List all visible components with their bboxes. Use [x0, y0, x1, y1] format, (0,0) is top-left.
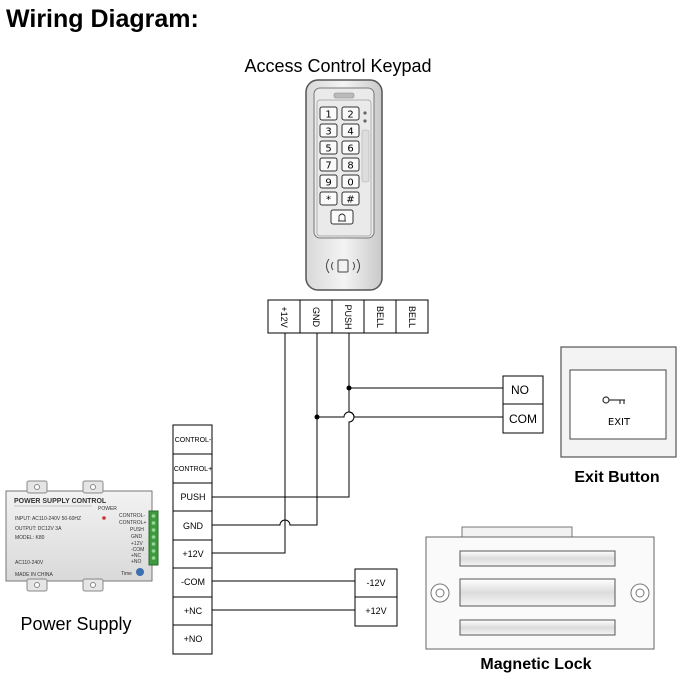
key-3: 3	[319, 123, 338, 138]
psu-terminal-no: +NO	[184, 634, 203, 644]
svg-text:INPUT: AC110-240V 50-60HZ: INPUT: AC110-240V 50-60HZ	[15, 516, 81, 522]
psu-terminal-nc: +NC	[184, 606, 203, 616]
svg-text:-COM: -COM	[131, 547, 144, 553]
key-hash: #	[341, 191, 360, 206]
svg-text:CONTROL+: CONTROL+	[119, 520, 146, 526]
psu-label-title: POWER SUPPLY CONTROL	[14, 498, 107, 505]
svg-text:#: #	[346, 195, 354, 206]
psu-terminal-12v: +12V	[182, 549, 203, 559]
keypad-terminal-bell-1: BELL	[375, 306, 385, 328]
wire-push	[212, 333, 355, 498]
keypad-terminal-strip: +12V GND PUSH BELL BELL	[267, 299, 429, 334]
exit-terminal-com: COM	[509, 412, 537, 426]
keypad-caption: Access Control Keypad	[244, 56, 431, 76]
bell-icon	[338, 213, 346, 222]
psu-terminal-push: PUSH	[180, 492, 205, 502]
svg-text:MODEL: K80: MODEL: K80	[15, 535, 45, 541]
svg-text:3: 3	[325, 127, 331, 138]
psu-terminal-strip: CONTROL- CONTROL+ PUSH GND +12V -COM +NC…	[172, 424, 213, 655]
exit-button-caption: Exit Button	[574, 469, 659, 486]
svg-text:6: 6	[347, 144, 353, 155]
key-4: 4	[341, 123, 360, 138]
psu-terminal-control-plus: CONTROL+	[174, 466, 212, 473]
keypad-keys: 1 2 3 4 5 6 7 8 9 0 * #	[319, 106, 360, 225]
rfid-icon	[326, 258, 360, 274]
keypad-terminal-bell-2: BELL	[407, 306, 417, 328]
key-6: 6	[341, 140, 360, 155]
svg-text:+NO: +NO	[131, 559, 142, 565]
svg-text:PUSH: PUSH	[130, 527, 144, 533]
key-2: 2	[341, 106, 360, 121]
page-title: Wiring Diagram:	[6, 5, 199, 33]
svg-text:0: 0	[347, 178, 353, 189]
wire-gnd-to-com	[317, 411, 503, 418]
svg-text:8: 8	[347, 161, 353, 172]
svg-text:OUTPUT: DC12V 3A: OUTPUT: DC12V 3A	[15, 526, 62, 532]
exit-label: EXIT	[608, 417, 631, 428]
psu-time-label: Time	[121, 571, 132, 577]
magnetic-lock-device	[425, 526, 655, 650]
psu-side-labels: CONTROL- CONTROL+ PUSH GND +12V -COM +NC…	[119, 513, 146, 565]
lock-terminal-box: -12V +12V	[354, 568, 398, 627]
svg-text:2: 2	[347, 110, 353, 121]
junction-dot-gnd	[314, 414, 320, 420]
exit-button-device: EXIT	[560, 346, 677, 458]
svg-text:1: 1	[325, 110, 331, 121]
svg-text:4: 4	[347, 127, 353, 138]
magnetic-lock-caption: Magnetic Lock	[480, 656, 591, 673]
wire-12v	[212, 333, 286, 554]
keypad-terminal-gnd: GND	[311, 307, 321, 328]
svg-text:9: 9	[325, 178, 331, 189]
keypad-device: 1 2 3 4 5 6 7 8 9 0 * #	[305, 79, 383, 291]
key-9: 9	[319, 174, 338, 189]
wires	[212, 333, 503, 611]
svg-text:CONTROL-: CONTROL-	[119, 513, 145, 519]
key-icon	[602, 396, 625, 404]
keypad-terminal-12v: +12V	[279, 306, 289, 327]
power-supply-device: POWER SUPPLY CONTROL INPUT: AC110-240V 5…	[5, 480, 159, 592]
exit-terminal-no: NO	[511, 383, 529, 397]
svg-text:GND: GND	[131, 534, 143, 540]
svg-text:MADE IN CHINA: MADE IN CHINA	[15, 572, 53, 578]
psu-power-label: POWER	[98, 506, 117, 512]
psu-terminal-gnd: GND	[183, 521, 204, 531]
bell-key	[330, 209, 354, 225]
svg-text:+NC: +NC	[131, 553, 142, 559]
lock-terminal-plus-12v: +12V	[365, 606, 386, 616]
svg-text:5: 5	[325, 144, 331, 155]
key-7: 7	[319, 157, 338, 172]
junction-dot-push	[346, 385, 352, 391]
keypad-terminal-push: PUSH	[343, 304, 353, 329]
psu-terminal-com: -COM	[181, 577, 205, 587]
key-0: 0	[341, 174, 360, 189]
key-8: 8	[341, 157, 360, 172]
svg-text:+12V: +12V	[131, 541, 143, 547]
key-5: 5	[319, 140, 338, 155]
exit-terminal-box: NO COM	[502, 375, 544, 434]
key-1: 1	[319, 106, 338, 121]
lock-terminal-minus-12v: -12V	[366, 578, 385, 588]
key-star: *	[319, 191, 338, 206]
svg-text:7: 7	[325, 161, 331, 172]
psu-terminal-control-minus: CONTROL-	[175, 437, 212, 444]
svg-text:AC110-240V: AC110-240V	[15, 560, 44, 566]
power-supply-caption: Power Supply	[20, 614, 131, 634]
svg-text:*: *	[326, 195, 331, 206]
wire-gnd	[212, 333, 318, 526]
